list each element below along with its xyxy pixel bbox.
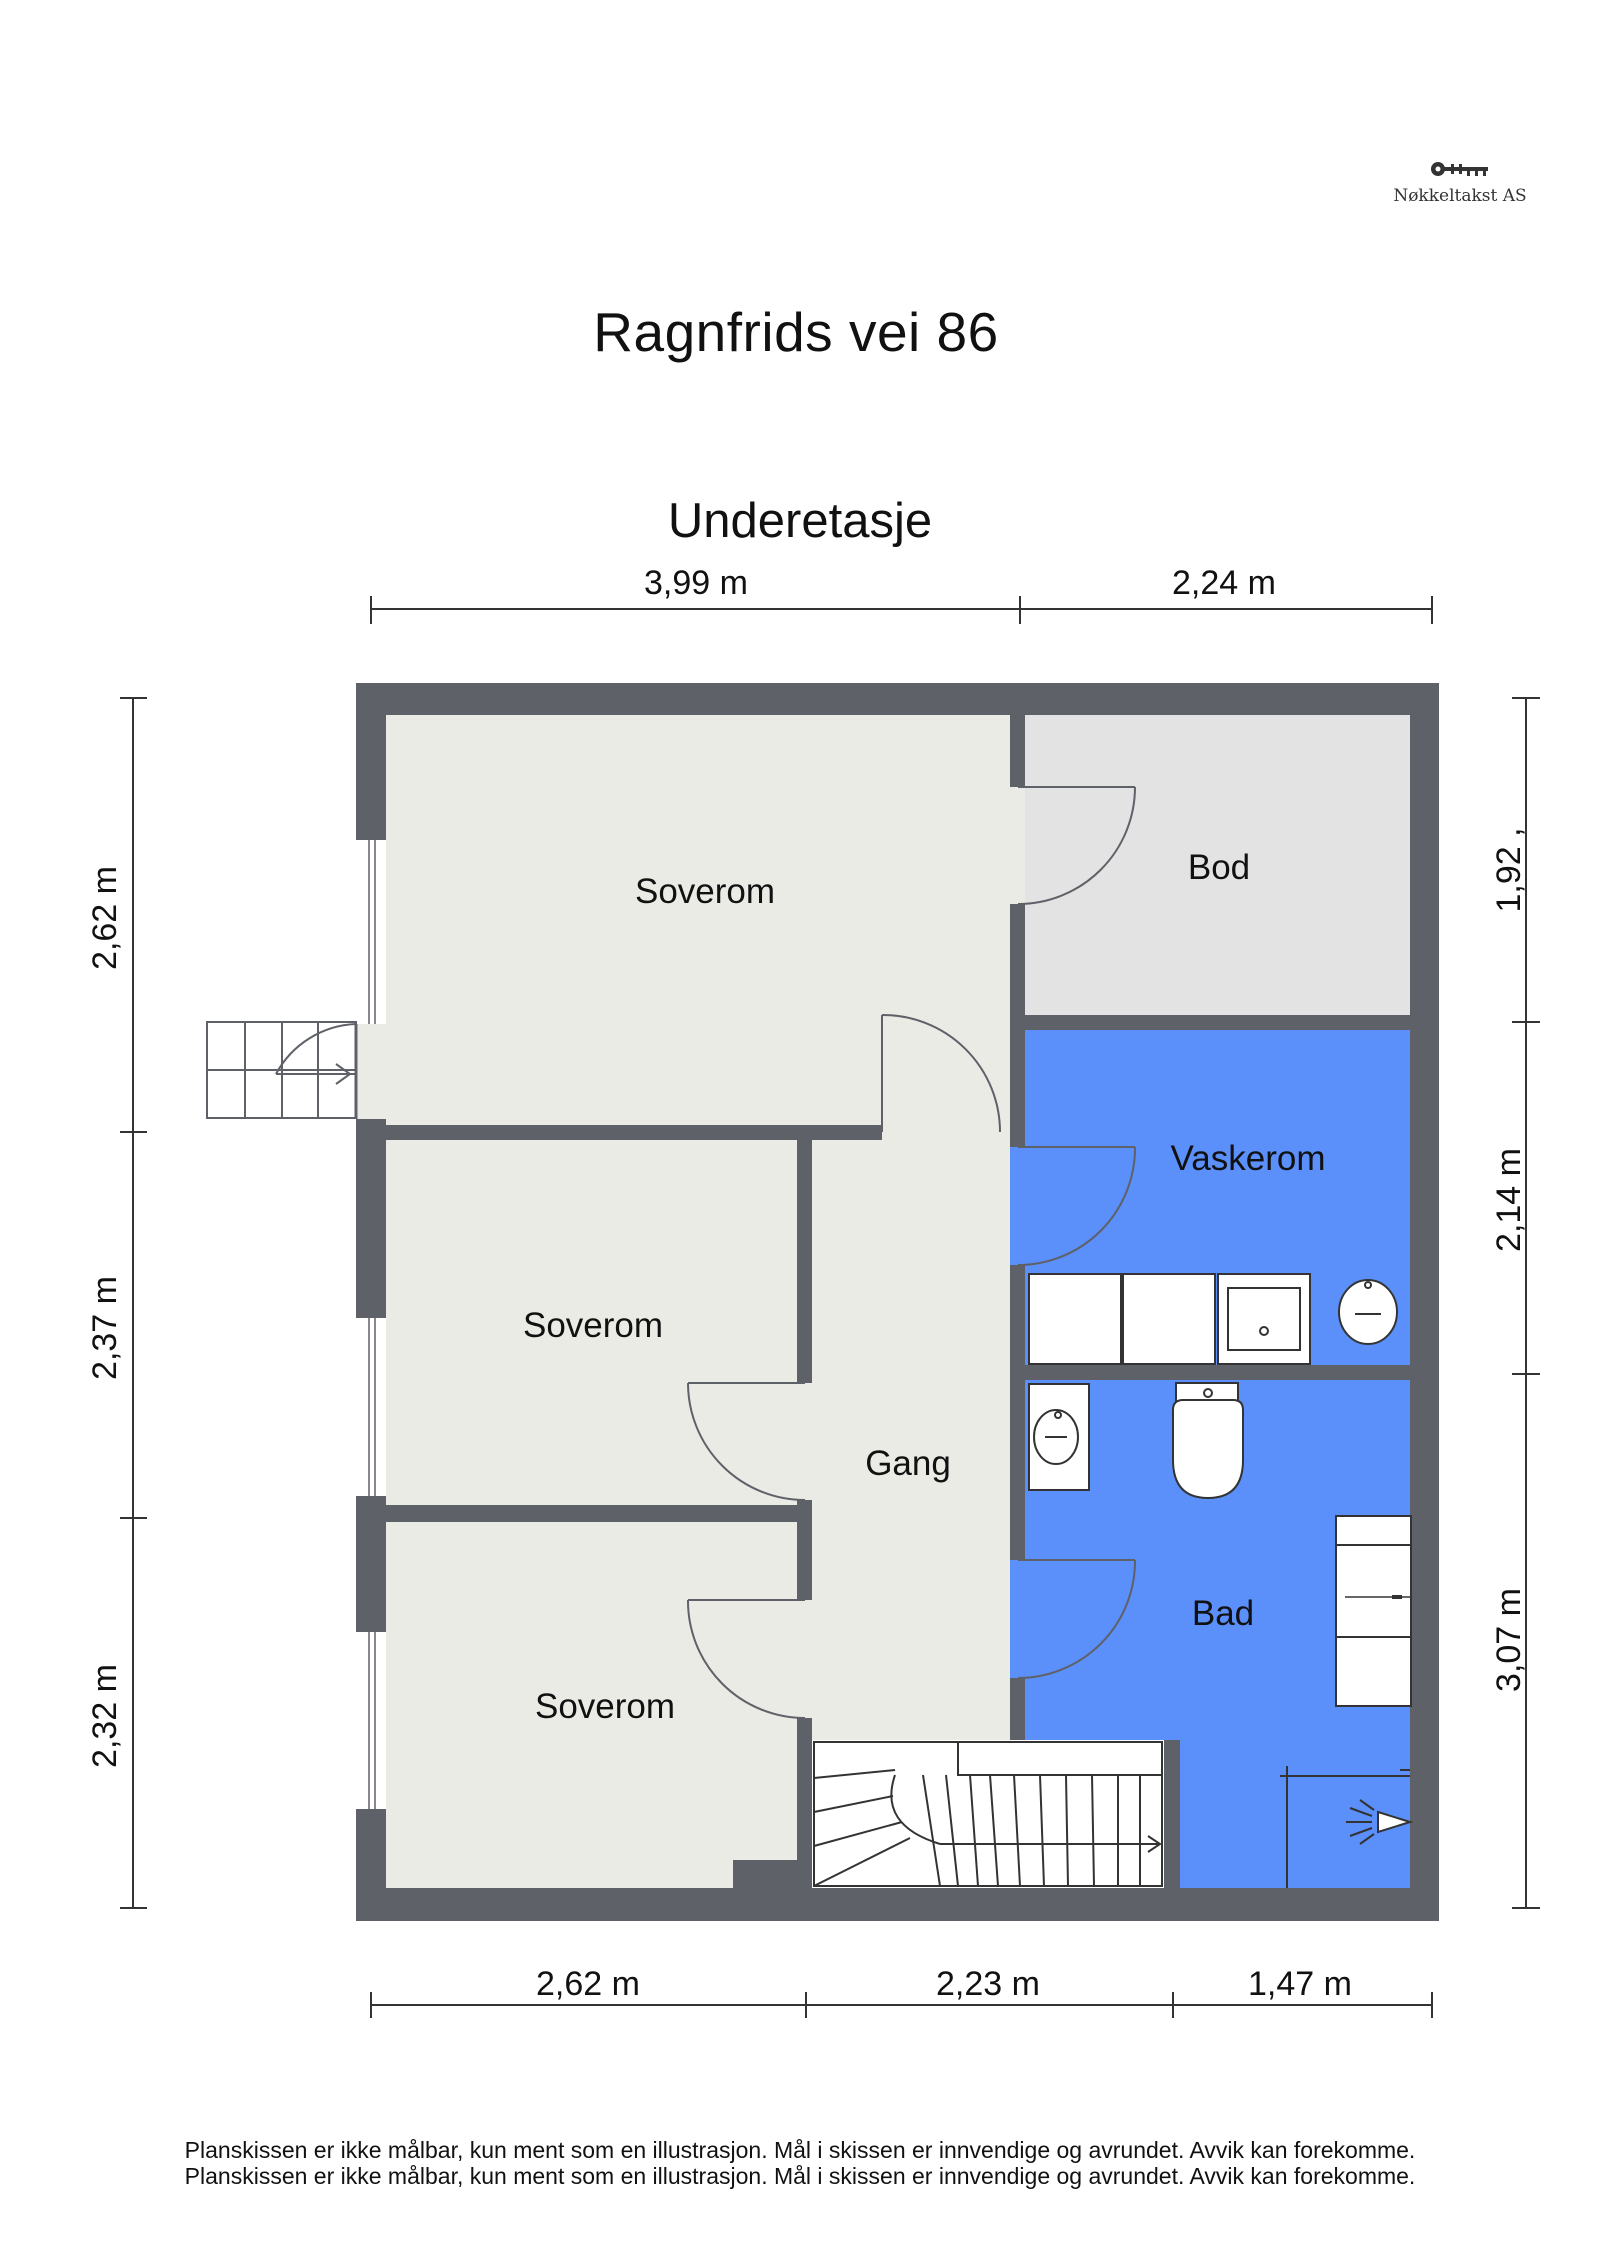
brand-name: Nøkkeltakst AS (1393, 186, 1527, 206)
door-gap-entrance (356, 1024, 386, 1119)
floor-title: Underetasje (667, 494, 933, 548)
dimension-line-bottom (370, 1992, 1433, 2018)
dim-bottom-1: 2,62 m (536, 1965, 640, 2003)
disclaimer-line-1: Planskissen er ikke målbar, kun ment som… (184, 2137, 1416, 2163)
door-gap-bod (1010, 787, 1025, 904)
floor-soverom-3 (386, 1522, 797, 1888)
dim-left-1: 2,62 m (86, 866, 124, 970)
stairs (813, 1741, 1163, 1887)
dim-bottom-3: 1,47 m (1248, 1965, 1352, 2003)
laundry-counter (1028, 1273, 1311, 1365)
room-label-soverom-3: Soverom (535, 1687, 675, 1726)
door-soverom-3 (686, 1599, 806, 1719)
dim-top-1: 3,99 m (644, 564, 748, 602)
room-label-soverom-2: Soverom (523, 1306, 663, 1345)
room-label-soverom-1: Soverom (635, 872, 775, 911)
floor-soverom-2 (386, 1140, 797, 1505)
bath-cabinet-icon (1335, 1515, 1412, 1707)
disclaimer-line-2: Planskissen er ikke målbar, kun ment som… (184, 2163, 1416, 2189)
room-label-bad: Bad (1192, 1594, 1254, 1633)
room-label-vaskerom: Vaskerom (1171, 1139, 1326, 1178)
page-title: Ragnfrids vei 86 (593, 301, 999, 363)
toilet-icon (1172, 1382, 1244, 1500)
shower-icon (1280, 1766, 1414, 1888)
dim-bottom-2: 2,23 m (936, 1965, 1040, 2003)
door-soverom-2 (687, 1382, 806, 1501)
door-soverom-1 (881, 1013, 1001, 1133)
floor-soverom-1 (386, 715, 1010, 1125)
dim-right-3: 3,07 m (1490, 1588, 1528, 1692)
dimension-line-right (1512, 697, 1540, 1909)
door-gap-soverom-1 (882, 1125, 1000, 1140)
floor-bod (1025, 715, 1410, 1015)
key-icon (1431, 162, 1488, 176)
dim-top-2: 2,24 m (1172, 564, 1276, 602)
floor-bad-lower (1181, 1740, 1410, 1888)
door-bod (1017, 786, 1136, 905)
room-label-gang: Gang (865, 1444, 951, 1483)
laundry-sink-icon (1338, 1279, 1398, 1345)
dim-right-2: 2,14 m (1490, 1148, 1528, 1252)
dim-left-3: 2,32 m (86, 1664, 124, 1768)
door-bad (1017, 1559, 1137, 1679)
dimension-line-top (370, 596, 1433, 624)
brand-logo: Nøkkeltakst AS (1380, 160, 1540, 206)
dim-right-1: 1,92 , (1490, 827, 1528, 912)
door-gap-soverom-2 (797, 1383, 812, 1500)
dimension-line-left (120, 697, 147, 1909)
window-soverom-3 (356, 1632, 386, 1809)
dim-left-2: 2,37 m (86, 1276, 124, 1380)
room-label-bod: Bod (1188, 848, 1250, 887)
door-gap-bad (1010, 1560, 1025, 1678)
window-soverom-1 (356, 840, 386, 1024)
door-gap-vaskerom (1010, 1147, 1025, 1265)
wall-notch (733, 1860, 797, 1888)
door-gap-soverom-3 (797, 1600, 812, 1718)
bath-sink-icon (1028, 1383, 1090, 1491)
door-vaskerom (1017, 1146, 1137, 1266)
entrance-steps (206, 1021, 358, 1119)
window-soverom-2 (356, 1318, 386, 1496)
